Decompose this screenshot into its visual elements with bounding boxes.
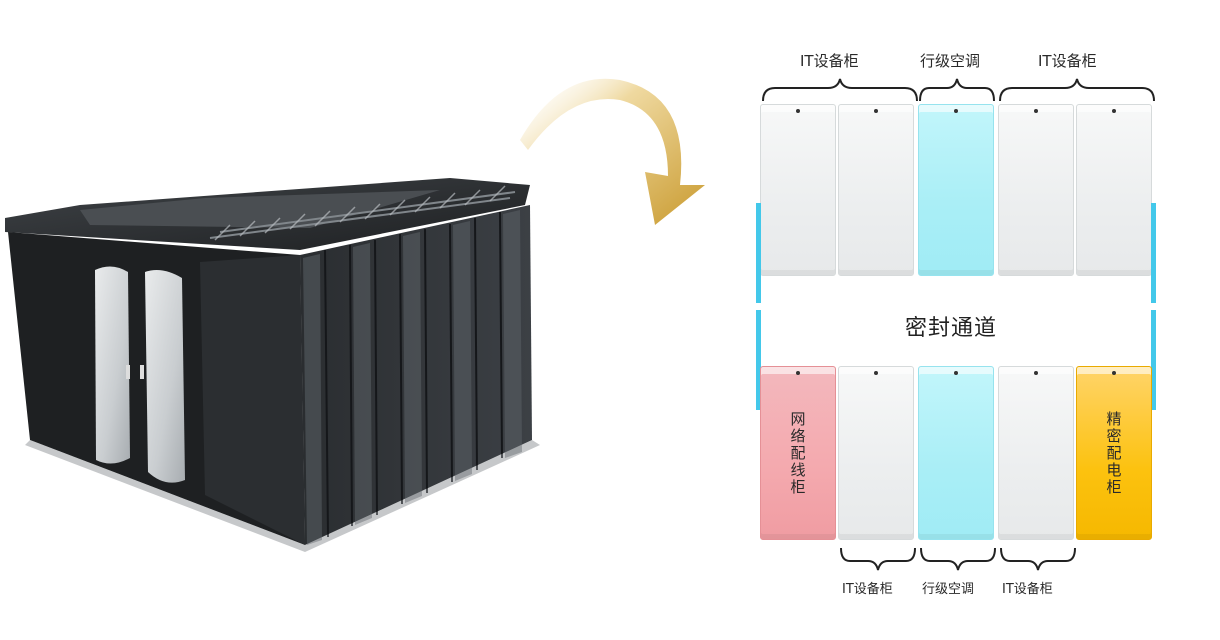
top-brace-group-1: [762, 78, 918, 102]
top-brace-group-3: [999, 78, 1155, 102]
bottom-air-conditioner: [918, 366, 994, 540]
bottom-brace-group-2: [920, 547, 996, 571]
indicator-dot: [796, 109, 800, 113]
sealed-aisle-label: 密封通道: [905, 316, 998, 341]
bottom-it-cabinet: [998, 366, 1074, 540]
top-air-conditioner: [918, 104, 994, 276]
bottom-network-cabinet: 网络配线柜: [760, 366, 836, 540]
aisle-seal-left-top: [756, 203, 761, 303]
indicator-dot: [796, 371, 800, 375]
top-group-label-3: IT设备柜: [1038, 52, 1097, 70]
top-it-cabinet: [760, 104, 836, 276]
aisle-seal-left-bottom: [756, 310, 761, 410]
indicator-dot: [954, 371, 958, 375]
indicator-dot: [874, 371, 878, 375]
indicator-dot: [874, 109, 878, 113]
top-group-label-2: 行级空调: [920, 52, 981, 70]
network-cabinet-label: 网络配线柜: [790, 410, 806, 496]
bottom-brace-group-1: [840, 547, 916, 571]
top-brace-group-2: [919, 78, 995, 102]
aisle-seal-right-top: [1151, 203, 1156, 303]
indicator-dot: [954, 109, 958, 113]
bottom-group-label-1: IT设备柜: [842, 582, 893, 597]
top-it-cabinet: [998, 104, 1074, 276]
containment-product-image: [5, 178, 540, 552]
top-it-cabinet: [838, 104, 914, 276]
indicator-dot: [1034, 371, 1038, 375]
indicator-dot: [1112, 109, 1116, 113]
top-group-label-1: IT设备柜: [800, 52, 859, 70]
bottom-group-label-3: IT设备柜: [1002, 582, 1053, 597]
indicator-dot: [1034, 109, 1038, 113]
bottom-it-cabinet: [838, 366, 914, 540]
bottom-brace-group-3: [1000, 547, 1076, 571]
aisle-seal-right-bottom: [1151, 310, 1156, 410]
bottom-power-cabinet: 精密配电柜: [1076, 366, 1152, 540]
top-it-cabinet: [1076, 104, 1152, 276]
indicator-dot: [1112, 371, 1116, 375]
bottom-group-label-2: 行级空调: [922, 582, 975, 597]
power-cabinet-label: 精密配电柜: [1106, 410, 1122, 496]
